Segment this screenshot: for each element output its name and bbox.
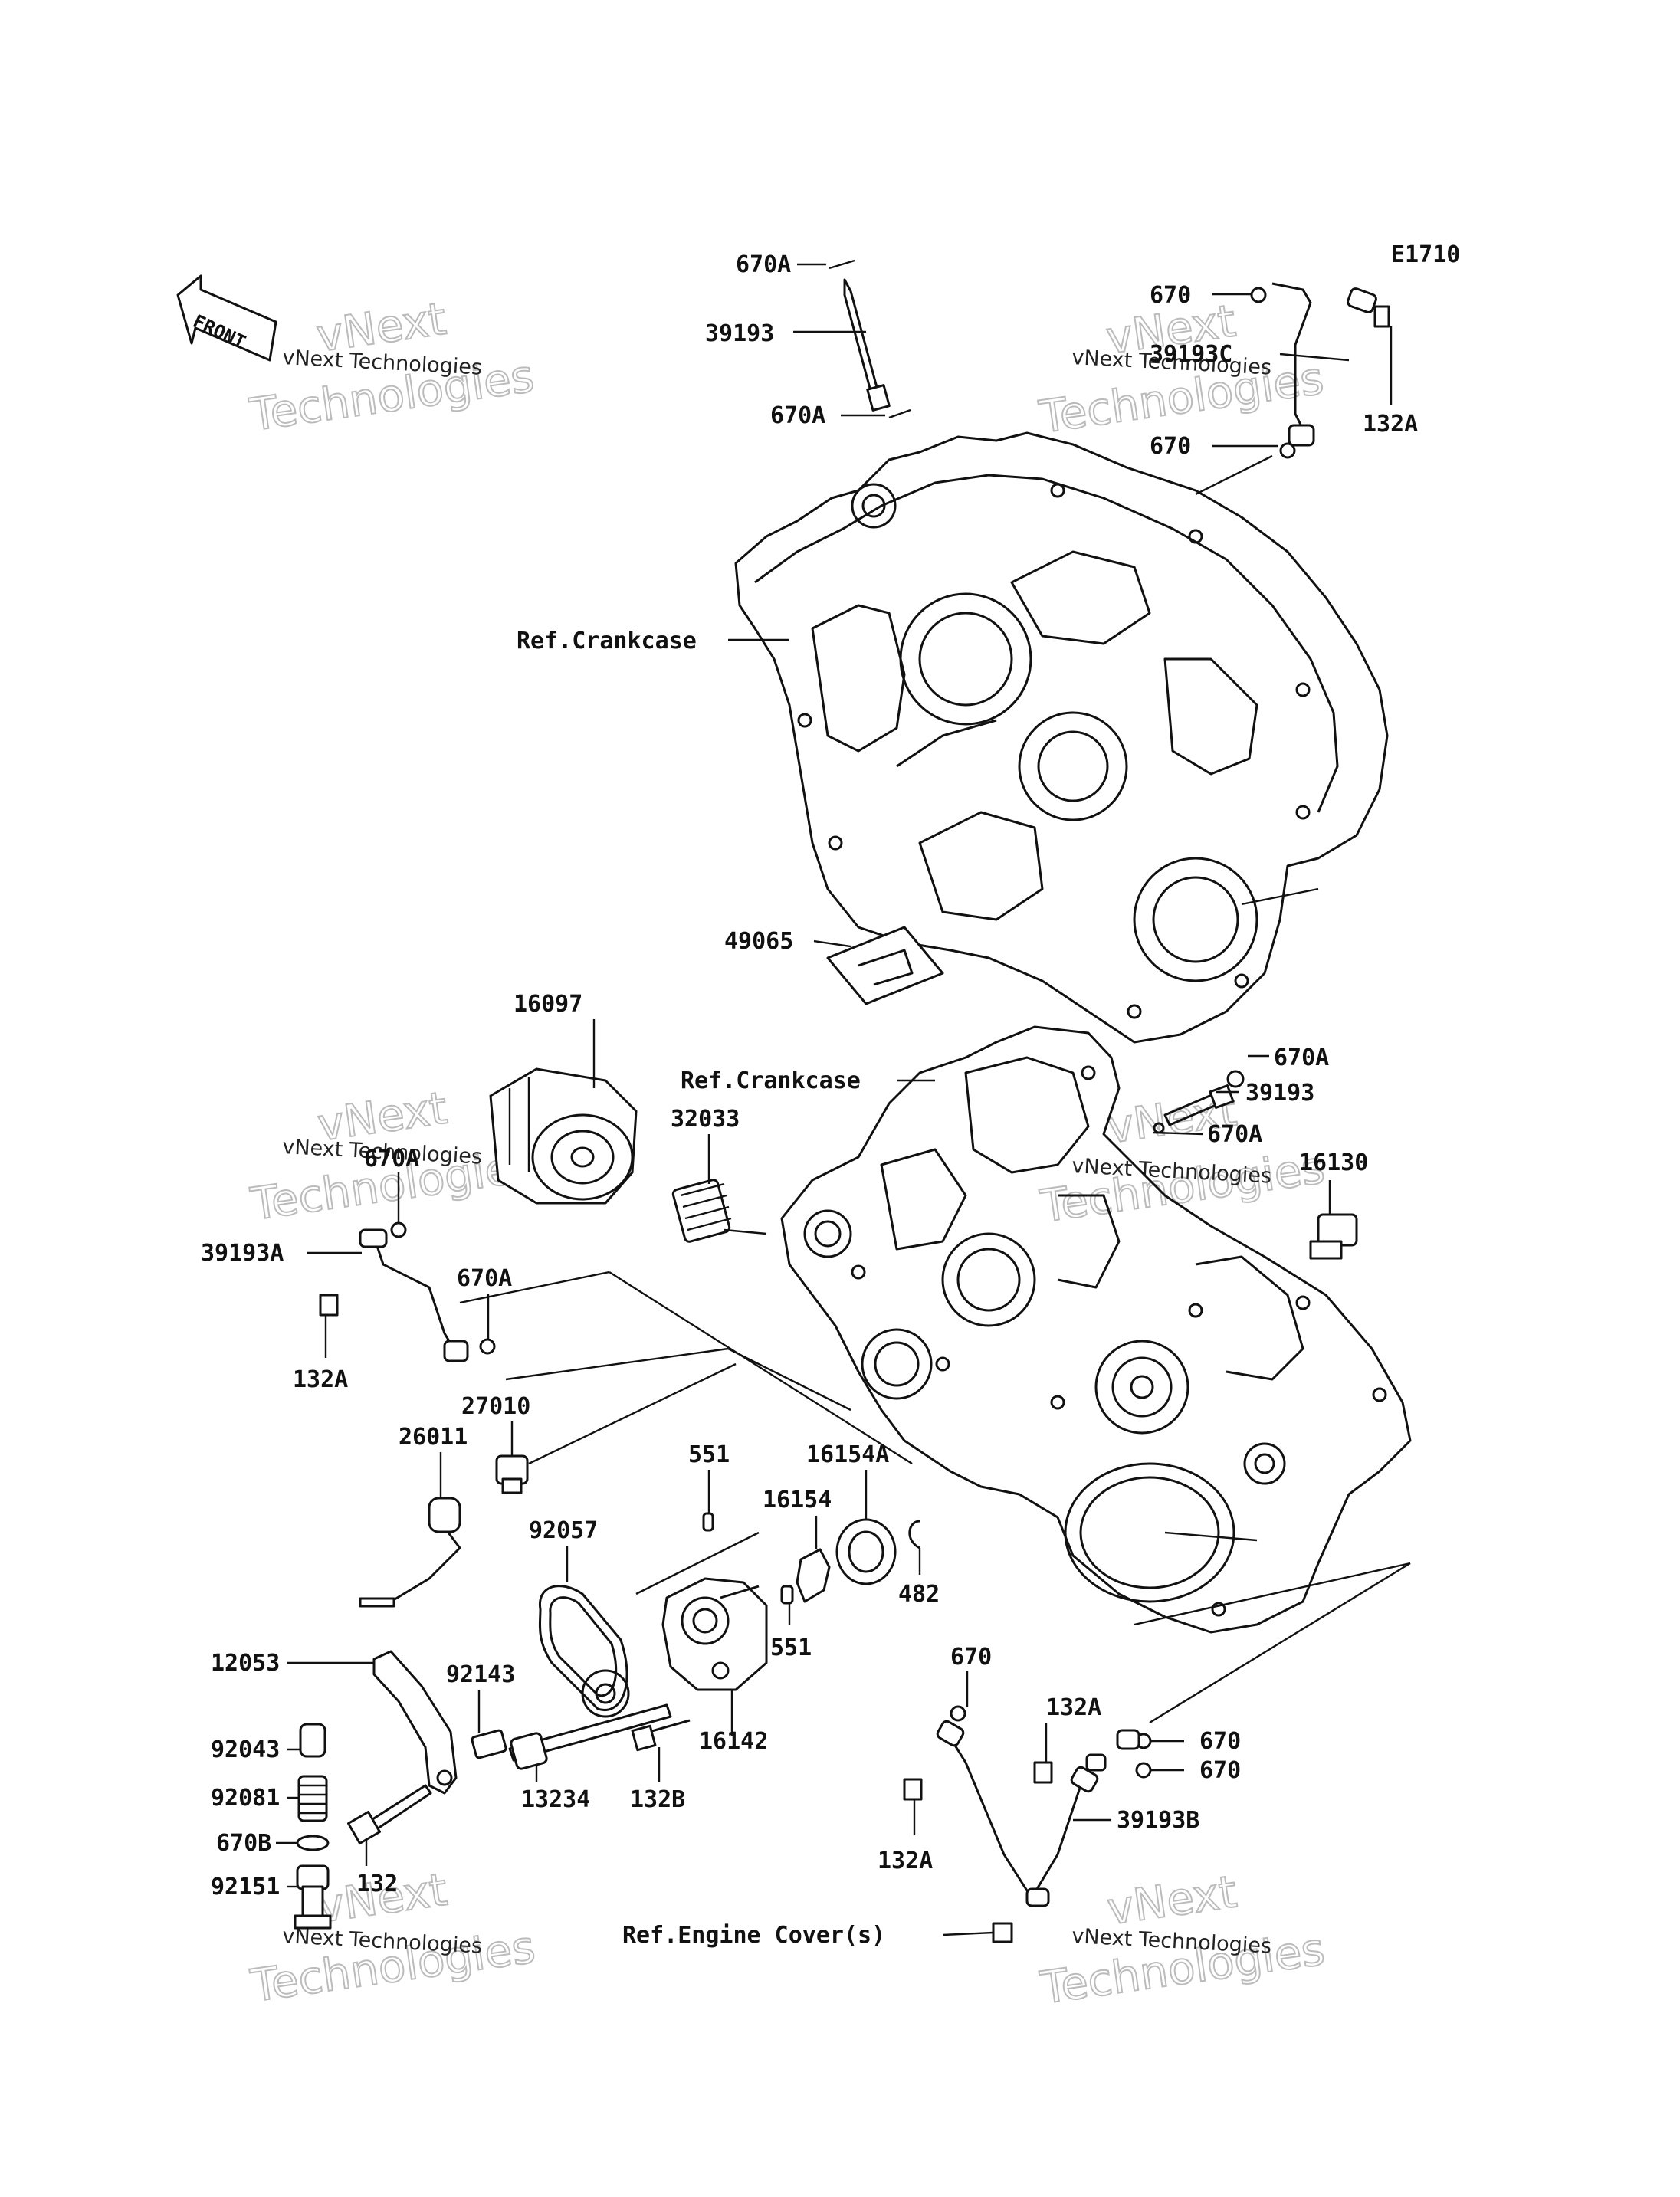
- label-670: 670: [950, 1644, 992, 1671]
- plug-92151: [294, 1864, 332, 1930]
- bolt-132: [347, 1784, 432, 1844]
- label-16097: 16097: [514, 991, 582, 1018]
- label-670a: 670A: [364, 1146, 419, 1172]
- pump-shaft-part: [508, 1703, 672, 1770]
- label-39193: 39193: [705, 320, 774, 347]
- circlip-482: [908, 1520, 920, 1549]
- relief-spring-92081: [297, 1775, 328, 1822]
- sender-wire-part: [359, 1497, 461, 1608]
- lower-crankcase-drawing: [780, 1025, 1412, 1634]
- label-670a: 670A: [770, 402, 825, 429]
- label-12053: 12053: [211, 1650, 280, 1677]
- label-32033: 32033: [671, 1106, 740, 1133]
- relief-valve-spring-part: [671, 1179, 732, 1243]
- label-92057: 92057: [529, 1517, 598, 1544]
- label-670a: 670A: [1274, 1044, 1329, 1071]
- o-ring-670b: [296, 1835, 330, 1851]
- label-16154a: 16154A: [806, 1441, 889, 1468]
- label-132a: 132A: [1363, 411, 1418, 438]
- oil-filter-part: [489, 1067, 638, 1205]
- label-92043: 92043: [211, 1736, 280, 1763]
- label-39193c: 39193C: [1150, 341, 1232, 368]
- label-27010: 27010: [461, 1393, 530, 1420]
- diagram-code: E1710: [1391, 241, 1460, 268]
- label-132b: 132B: [630, 1786, 685, 1813]
- drive-chain-part: [538, 1585, 630, 1718]
- label-482: 482: [898, 1581, 940, 1608]
- label-132: 132: [356, 1871, 398, 1897]
- oil-pressure-switch-part: [1309, 1213, 1358, 1260]
- oil-pressure-sender-part: [495, 1454, 529, 1494]
- callout-labels: 670A 39193 670A 670 39193C 132A 670 Ref.…: [201, 251, 1418, 1949]
- label-39193b: 39193B: [1117, 1807, 1199, 1834]
- label-670a: 670A: [457, 1265, 512, 1292]
- chain-guide-12053: [372, 1650, 458, 1795]
- label-132a: 132A: [878, 1848, 933, 1874]
- label-670: 670: [1150, 282, 1191, 309]
- bolt-132b: [631, 1719, 691, 1752]
- label-ref-engine-cover: Ref.Engine Cover(s): [622, 1922, 885, 1949]
- label-26011: 26011: [399, 1424, 468, 1451]
- label-551: 551: [688, 1441, 730, 1468]
- oil-pipe-right: [1153, 1070, 1245, 1134]
- label-92081: 92081: [211, 1785, 280, 1812]
- label-132a: 132A: [1046, 1694, 1101, 1721]
- label-16130: 16130: [1299, 1149, 1368, 1176]
- relief-plunger-92043: [299, 1723, 326, 1758]
- label-39193: 39193: [1245, 1080, 1314, 1107]
- label-16142: 16142: [699, 1728, 768, 1755]
- dowel-pin-551-a: [702, 1512, 714, 1532]
- label-13234: 13234: [521, 1786, 590, 1813]
- upper-crankcase-drawing: [734, 431, 1389, 1044]
- svg-text:vNext: vNext: [1104, 1865, 1239, 1935]
- label-551: 551: [770, 1635, 812, 1661]
- label-16154: 16154: [763, 1487, 832, 1513]
- label-670: 670: [1199, 1728, 1241, 1755]
- oil-pipe-39193a: [319, 1221, 496, 1362]
- label-670a: 670A: [736, 251, 791, 278]
- label-670a: 670A: [1207, 1121, 1262, 1148]
- label-92151: 92151: [211, 1874, 280, 1900]
- label-670: 670: [1150, 433, 1191, 460]
- oil-pipe-39193b: [903, 1705, 1152, 1943]
- front-arrow-icon: FRONT: [176, 274, 277, 362]
- label-92143: 92143: [446, 1661, 515, 1688]
- leader-lines: [276, 263, 1411, 1936]
- collar-92143: [471, 1729, 507, 1759]
- filter-screen-part: [826, 926, 944, 1005]
- label-ref-crankcase: Ref.Crankcase: [517, 628, 697, 654]
- label-132a: 132A: [293, 1366, 348, 1393]
- oil-pump-body-part: [661, 1577, 768, 1691]
- oil-pump-rotor-outer: [835, 1518, 897, 1585]
- dowel-pin-551-b: [780, 1585, 794, 1605]
- label-39193a: 39193A: [201, 1240, 284, 1267]
- label-49065: 49065: [724, 928, 793, 955]
- label-ref-crankcase: Ref.Crankcase: [681, 1067, 861, 1094]
- oil-pump-rotor-inner: [796, 1548, 831, 1603]
- oil-pipe-top: [829, 259, 911, 419]
- oil-pipe-39193c: [1250, 282, 1390, 459]
- label-670b: 670B: [216, 1830, 271, 1857]
- label-670: 670: [1199, 1757, 1241, 1784]
